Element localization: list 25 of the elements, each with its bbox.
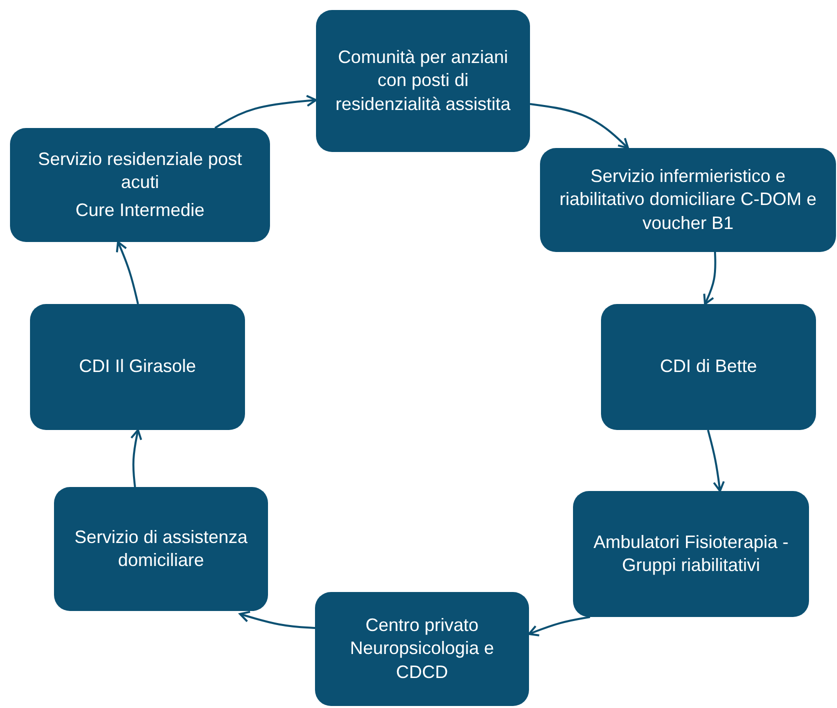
service-box	[54, 487, 268, 611]
service-box	[573, 491, 809, 617]
arrow	[528, 616, 590, 636]
service-label: Servizio residenziale post acuti	[36, 148, 244, 194]
arrow	[239, 610, 316, 629]
arrow	[130, 429, 142, 488]
arrow	[214, 94, 317, 129]
service-box	[30, 304, 245, 430]
service-label: Centro privato Neuropsicologia e CDCD	[348, 614, 496, 684]
service-label: Servizio di assistenza domiciliare	[73, 526, 249, 572]
service-label: Servizio infermieristico e riabilitativo domiciliare C-DOM e voucher B1	[558, 164, 818, 235]
service-label: Ambulatori Fisioterapia -Gruppi riabilitativi	[592, 530, 790, 577]
service-box	[10, 128, 270, 242]
service-box	[540, 148, 836, 252]
arrow	[703, 252, 716, 305]
service-label: CDI di Bette	[660, 355, 758, 378]
service-label: Cure Intermedie	[75, 198, 205, 222]
service-label: CDI Il Girasole	[78, 355, 196, 378]
arrow	[530, 103, 629, 149]
arrow	[116, 241, 139, 304]
service-box	[315, 592, 529, 706]
service-box	[601, 304, 816, 430]
arrow	[707, 430, 725, 492]
service-label: Comunità per anziani con posti di residenzialità assistita	[334, 46, 512, 116]
service-box	[316, 10, 530, 152]
